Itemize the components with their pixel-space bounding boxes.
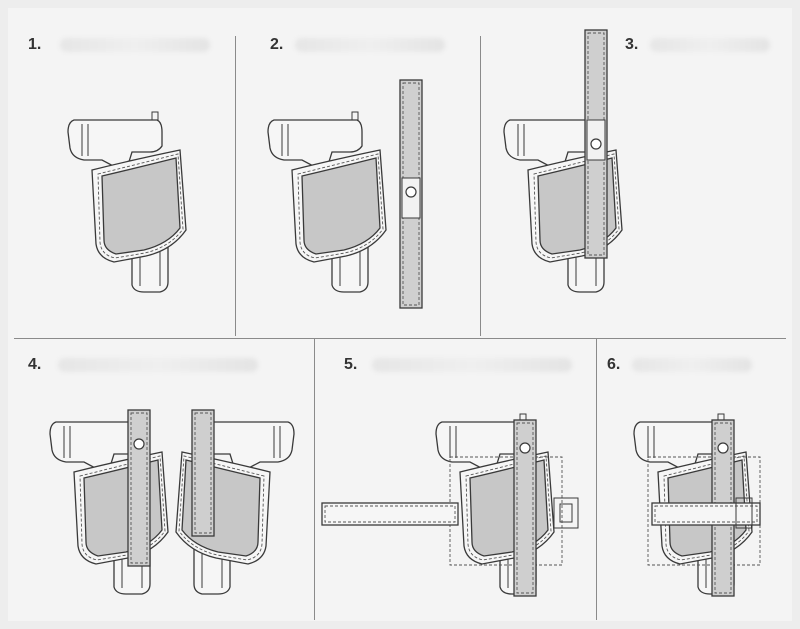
divider bbox=[480, 36, 481, 336]
belt-strap bbox=[191, 409, 215, 537]
belt-strap bbox=[584, 29, 608, 259]
step-number-6: 6. bbox=[607, 356, 621, 373]
divider bbox=[14, 338, 786, 339]
belt-strap-horizontal bbox=[651, 502, 761, 526]
step-number-1: 1. bbox=[28, 36, 42, 53]
blurred-caption bbox=[295, 38, 445, 52]
blurred-caption bbox=[372, 358, 572, 372]
divider bbox=[235, 36, 236, 336]
belt-strap bbox=[399, 79, 423, 309]
step-number-2: 2. bbox=[270, 36, 284, 53]
blurred-caption bbox=[58, 358, 258, 372]
divider bbox=[314, 338, 315, 620]
holster-illustration bbox=[503, 111, 623, 293]
belt-strap bbox=[513, 419, 537, 597]
holster-illustration bbox=[267, 111, 387, 293]
belt-panel bbox=[449, 456, 563, 566]
belt-strap bbox=[127, 409, 151, 567]
step-number-5: 5. bbox=[344, 356, 358, 373]
buckle bbox=[553, 497, 579, 529]
buckle bbox=[735, 497, 753, 529]
holster-illustration bbox=[49, 413, 169, 595]
belt-strap-horizontal bbox=[321, 502, 459, 526]
step-number-3: 3. bbox=[625, 36, 639, 53]
holster-illustration bbox=[67, 111, 187, 293]
divider bbox=[596, 338, 597, 620]
blurred-caption bbox=[650, 38, 770, 52]
blurred-caption bbox=[60, 38, 210, 52]
step-number-4: 4. bbox=[28, 356, 42, 373]
blurred-caption bbox=[632, 358, 752, 372]
